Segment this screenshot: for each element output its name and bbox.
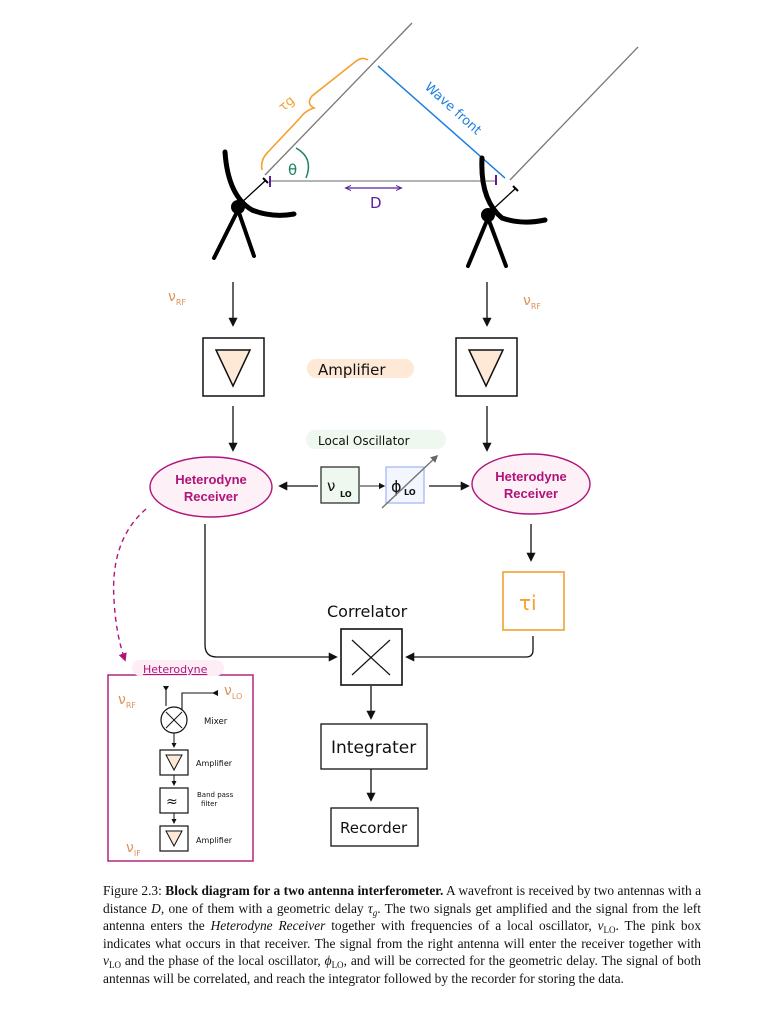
- svg-text:≈: ≈: [166, 794, 178, 810]
- caption-subscript: LO: [108, 960, 121, 971]
- heterodyne-receiver-left: Heterodyne Receiver: [149, 456, 273, 518]
- amplifier-label-highlight: [307, 359, 414, 378]
- receiver-left-line1: Heterodyne: [175, 472, 247, 487]
- phase-adjust-arrow: [381, 454, 439, 509]
- recorder-label: Recorder: [340, 819, 408, 837]
- nu-rf-left-label: νRF: [168, 289, 186, 307]
- local-oscillator-label-highlight: [306, 430, 446, 449]
- line-left-receiver-to-correlator: [204, 524, 338, 662]
- inset-bandpass-filter: ≈: [159, 787, 189, 814]
- caption-text: . The two signals get amplified and the …: [103, 900, 701, 934]
- inset-nu-if: νIF: [126, 840, 141, 858]
- wave-front-line: [377, 65, 506, 179]
- wave-front-label: Wave front: [421, 80, 484, 138]
- inset-mixer-label: Mixer: [204, 717, 228, 727]
- theta-label: θ: [288, 161, 297, 179]
- inset-bandpass-label-line2: filter: [201, 800, 217, 808]
- baseline-label: D: [370, 194, 382, 212]
- caption-symbol-tau: τ: [367, 900, 373, 916]
- caption-text: and the phase of the local oscillator,: [120, 953, 325, 969]
- caption-figure-label: Figure 2.3:: [103, 883, 162, 898]
- receiver-detail-pointer: [112, 508, 147, 662]
- line-delay-to-correlator: [405, 636, 534, 662]
- inset-bandpass-label-line1: Band pass: [197, 791, 234, 799]
- integrator-box: Integrater: [320, 723, 428, 770]
- phi-lo-symbol: ϕ: [391, 477, 402, 496]
- correlator-box: [340, 628, 403, 686]
- inset-amplifier-2-label: Amplifier: [196, 836, 233, 845]
- caption-symbol-nu: ν: [103, 953, 109, 969]
- amplifier-left: [202, 337, 265, 397]
- amplifier-right: [455, 337, 518, 397]
- caption-subscript: g: [372, 907, 378, 918]
- phi-lo-subscript: LO: [404, 488, 416, 497]
- caption-symbol-D: D: [151, 900, 161, 916]
- geometric-delay-brace: [260, 57, 369, 171]
- incoming-ray-left: [264, 22, 413, 176]
- correlator-label: Correlator: [327, 602, 408, 621]
- antenna-left: [212, 149, 297, 260]
- receiver-right-line2: Receiver: [504, 486, 558, 501]
- inset-amplifier-1-label: Amplifier: [196, 759, 233, 768]
- nu-lo-symbol: ν: [327, 477, 335, 495]
- inset-amplifier-1: [159, 749, 189, 776]
- incoming-ray-right: [509, 46, 639, 181]
- caption-symbol-nu: ν: [597, 918, 604, 934]
- inset-title: Heterodyne: [143, 663, 208, 676]
- caption-title: Block diagram for a two antenna interfer…: [165, 883, 444, 898]
- heterodyne-receiver-right: Heterodyne Receiver: [471, 453, 591, 515]
- theta-arc: [295, 147, 310, 179]
- figure-caption: Figure 2.3: Block diagram for a two ante…: [103, 882, 701, 988]
- caption-text: . The pink box indicates what occurs in …: [103, 918, 702, 951]
- caption-receiver-term: Heterodyne Receiver: [210, 918, 326, 934]
- nu-lo-subscript: LO: [340, 490, 352, 499]
- caption-symbol-phi: ϕ: [324, 953, 332, 969]
- interferometer-diagram: Wave front τg θ D νRF νRF Amp: [107, 22, 639, 862]
- amplifier-label: Amplifier: [318, 361, 386, 379]
- caption-text: , one of them with a geometric delay: [160, 900, 368, 916]
- caption-subscript: LO: [331, 960, 344, 971]
- nu-lo-box: ν LO: [320, 466, 360, 504]
- heterodyne-inset: Heterodyne νRF νLO Mixer Amplifier ≈ Ban…: [107, 660, 254, 862]
- antenna-right: [466, 155, 548, 268]
- inset-nu-rf: νRF: [118, 692, 136, 710]
- delay-label: τi: [519, 591, 537, 615]
- geometric-delay-label: τg: [276, 93, 298, 115]
- phi-lo-box: ϕ LO: [381, 454, 439, 509]
- caption-text: together with frequencies of a local osc…: [325, 918, 598, 934]
- caption-text: , and will be corrected for the geometri…: [103, 953, 701, 986]
- receiver-right-line1: Heterodyne: [495, 469, 567, 484]
- inset-amplifier-2: [159, 825, 189, 852]
- recorder-box: Recorder: [330, 807, 419, 847]
- local-oscillator-label: Local Oscillator: [318, 434, 410, 448]
- integrator-label: Integrater: [331, 738, 416, 758]
- inset-mixer: [160, 706, 188, 734]
- caption-subscript: LO: [603, 925, 616, 936]
- nu-rf-right-label: νRF: [523, 293, 541, 311]
- delay-compensation-box: τi: [502, 571, 565, 631]
- receiver-left-line2: Receiver: [184, 489, 238, 504]
- caption-text: A wavefront is received by two antennas …: [103, 883, 702, 916]
- inset-nu-lo: νLO: [224, 683, 242, 701]
